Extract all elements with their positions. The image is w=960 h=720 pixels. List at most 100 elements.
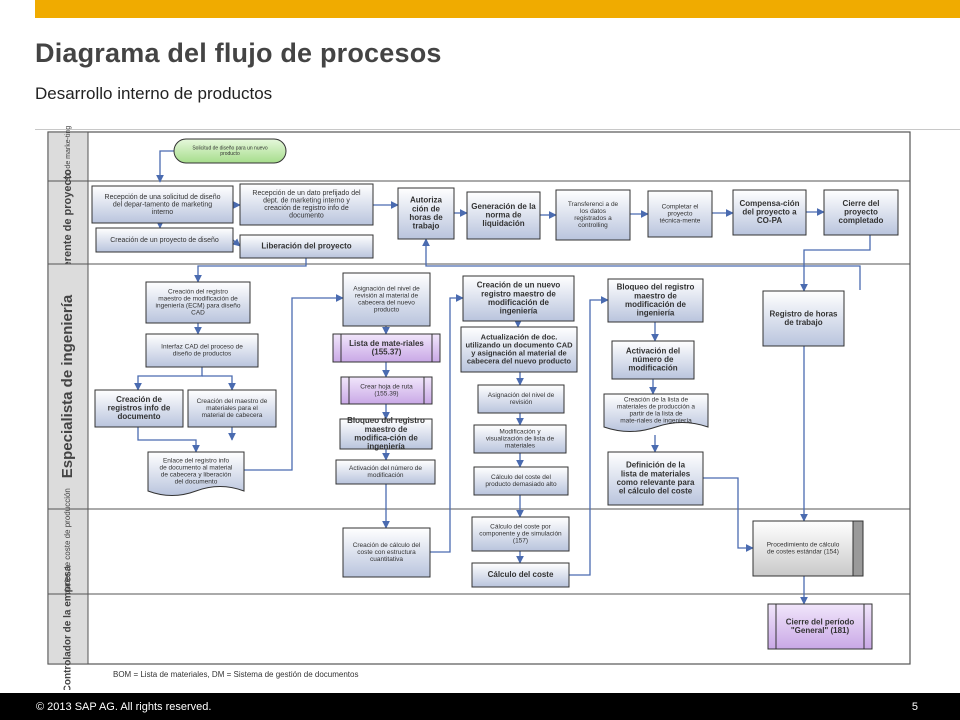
- lane-2: Gerente de proyecto: [47, 169, 911, 276]
- flow-arrow: [800, 235, 871, 292]
- lane-label: Controlador de coste de producción: [63, 488, 72, 615]
- lane-label: Controlador de la empresa: [63, 565, 74, 690]
- footer: © 2013 SAP AG. All rights reserved. 5: [0, 693, 960, 720]
- lane-label: Dept. de marke-ting: [65, 126, 72, 188]
- node-label: Crear hoja de ruta(155.39): [360, 384, 413, 398]
- flow-arrow: [137, 427, 200, 453]
- flow-arrow: [156, 150, 174, 183]
- divider: [35, 129, 960, 130]
- flow-arrow: [422, 238, 861, 290]
- flow-arrow: [703, 477, 754, 552]
- flow-arrow: [244, 294, 344, 471]
- flow-arrow: [194, 258, 307, 283]
- legend-note: BOM = Lista de materiales, DM = Sistema …: [113, 670, 359, 679]
- flow-arrow: [430, 294, 464, 553]
- lane-3: Especialista de ingeniería: [47, 263, 911, 510]
- node-lista-materiales: Lista de mate-riales(155.37): [332, 333, 441, 363]
- page-title: Diagrama del flujo de procesos: [35, 38, 442, 68]
- accent-bar: [35, 0, 960, 18]
- flow-arrow: [202, 375, 236, 391]
- node-actualizacion-doc: Actualización de doc.utilizando un docum…: [460, 326, 578, 373]
- page-number: 5: [911, 701, 918, 713]
- flow-arrow: [569, 296, 609, 576]
- connectors: [134, 150, 871, 605]
- lane-label: Especialista de ingeniería: [59, 294, 76, 478]
- lane-5: Controlador de la empresa: [47, 565, 911, 690]
- copyright: © 2013 SAP AG. All rights reserved.: [36, 701, 212, 713]
- node-calculo-coste: Cálculo del coste: [471, 562, 570, 588]
- node-crear-hoja: Crear hoja de ruta(155.39): [340, 376, 433, 405]
- node-label: Liberación del proyecto: [261, 242, 351, 251]
- node-label: Lista de mate-riales(155.37): [349, 339, 424, 357]
- node-label: Cálculo del coste: [488, 570, 554, 579]
- page-subtitle: Desarrollo interno de productos: [35, 84, 273, 103]
- node-creacion-proyecto: Creación de un proyecto de diseño: [95, 227, 234, 253]
- flow-arrow: [232, 238, 241, 247]
- node-label: Creación de un proyecto de diseño: [110, 237, 219, 244]
- lane-label: Gerente de proyecto: [62, 169, 74, 276]
- node-liberacion: Liberación del proyecto: [239, 234, 374, 259]
- node-cierre-periodo: Cierre del período"General" (181): [767, 603, 873, 650]
- flow-arrow: [134, 367, 203, 391]
